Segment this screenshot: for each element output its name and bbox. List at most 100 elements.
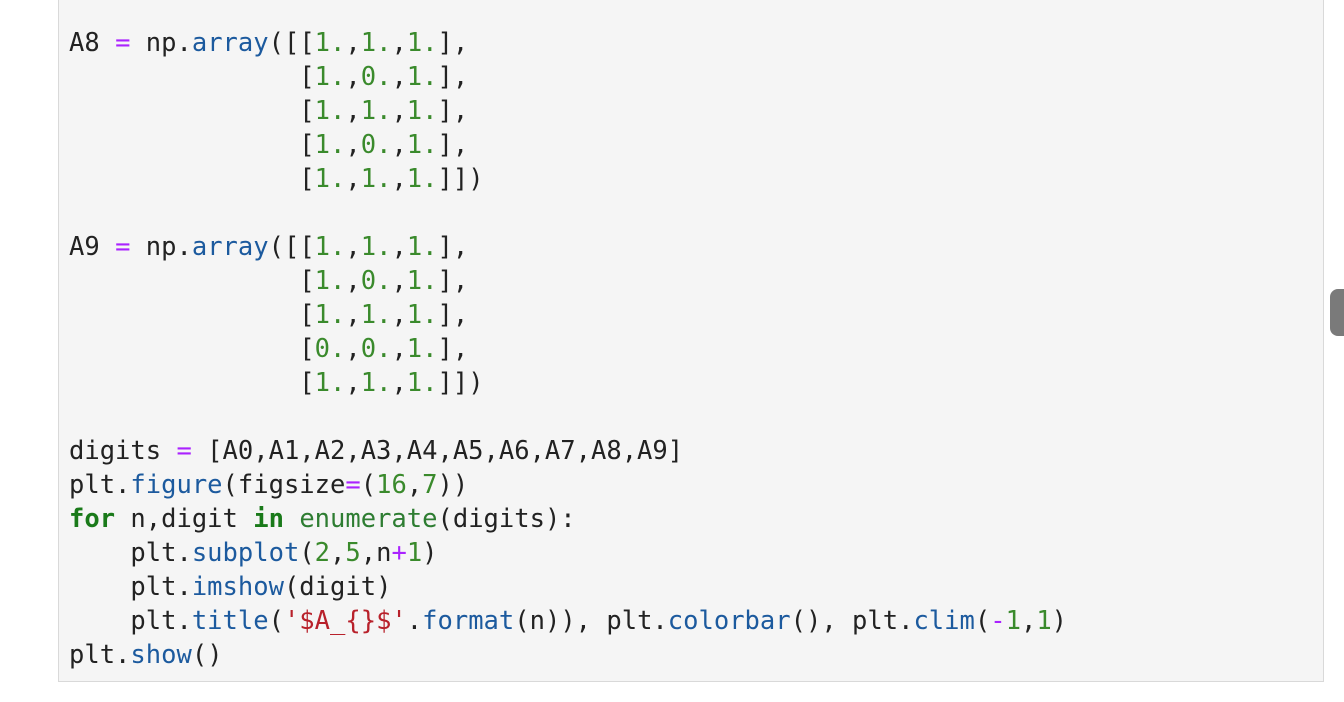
code-line: for n,digit in enumerate(digits): [69,502,1067,536]
code-number: 1. [314,28,346,58]
code-number: 1. [314,368,346,398]
code-number: 1. [314,266,346,296]
code-text: A8 [69,28,116,58]
code-text: , [345,368,361,398]
code-number: 1 [1036,606,1052,636]
code-text: ) [1051,606,1068,636]
code-text: , [1020,606,1037,636]
code-number: 2 [314,538,331,568]
code-text: ,n [360,538,392,568]
code-text: plt. [69,538,192,568]
code-number: 1. [314,96,346,126]
code-line: plt.subplot(2,5,n+1) [69,536,1067,570]
code-line: [1.,0.,1.], [69,264,1067,298]
code-text: [ [69,62,315,92]
code-function: clim [913,606,975,636]
code-text: ( [268,606,284,636]
code-text: ( [974,606,991,636]
code-text: ]]) [437,164,484,194]
code-operator: = [176,436,192,466]
code-text: , [345,232,361,262]
code-text: ], [437,232,469,262]
code-operator: = [115,232,131,262]
code-text: np. [130,28,192,58]
code-number: 1. [360,96,392,126]
code-number: 1. [314,232,346,262]
code-number: 1. [314,62,346,92]
code-text: ], [437,266,469,296]
code-number: 0. [360,130,392,160]
code-text: ], [437,300,469,330]
code-text: , [345,28,361,58]
code-number: 1 [1005,606,1021,636]
code-line: plt.title('$A_{}$'.format(n)), plt.color… [69,604,1067,638]
code-text: [ [69,334,315,364]
code-number: 1. [314,164,346,194]
code-text: , [391,28,407,58]
code-text: ], [437,96,469,126]
code-line [69,196,1067,230]
code-text: digits [69,436,177,466]
code-number: 1. [406,300,438,330]
code-text: , [330,538,346,568]
code-text: , [391,334,407,364]
code-number: 1. [406,368,438,398]
code-text: plt. [69,572,192,602]
code-text: , [345,96,361,126]
code-number: 1. [360,28,392,58]
code-number: 16 [376,470,407,500]
code-text: [ [69,266,315,296]
code-line [69,400,1067,434]
code-number: 1. [406,96,438,126]
code-number: 7 [422,470,438,500]
code-number: 1. [406,130,438,160]
code-text: , [391,164,407,194]
code-operator: = [115,28,131,58]
code-text: , [391,266,407,296]
code-text: , [345,62,361,92]
code-builtin: enumerate [299,504,438,534]
code-line: [1.,1.,1.]]) [69,366,1067,400]
code-number: 1. [360,232,392,262]
code-function: array [191,28,269,58]
code-number: 1. [406,266,438,296]
code-text: (digits): [437,504,576,534]
code-function: subplot [191,538,300,568]
code-number: 1 [406,538,423,568]
code-text: , [391,130,407,160]
vertical-scrollbar-thumb[interactable] [1330,289,1344,336]
code-number: 1. [360,164,392,194]
code-cell[interactable]: A8 = np.array([[1.,1.,1.], [1.,0.,1.], [… [58,0,1324,682]
code-text: [ [69,300,315,330]
code-text: ], [437,62,469,92]
code-number: 0. [360,62,392,92]
code-editor[interactable]: A8 = np.array([[1.,1.,1.], [1.,0.,1.], [… [69,26,1067,672]
code-function: colorbar [667,606,791,636]
code-text: () [191,640,223,670]
code-number: 1. [360,368,392,398]
code-text: , [406,470,423,500]
code-text: n,digit [115,504,254,534]
code-line: [1.,1.,1.], [69,298,1067,332]
code-number: 1. [406,62,438,92]
code-text: np. [130,232,192,262]
code-text: [ [69,130,315,160]
code-operator: + [391,538,407,568]
code-text: , [391,232,407,262]
code-number: 1. [406,28,438,58]
code-text: A9 [69,232,116,262]
code-line: plt.imshow(digit) [69,570,1067,604]
code-text: ( [299,538,315,568]
code-function: imshow [191,572,284,602]
code-function: array [191,232,269,262]
code-text: (digit) [283,572,392,602]
code-text: . [406,606,423,636]
code-text: , [391,300,407,330]
code-text: ], [437,334,469,364]
code-text: , [345,266,361,296]
code-number: 1. [314,130,346,160]
code-text: , [391,368,407,398]
code-number: 1. [406,164,438,194]
code-text: [ [69,96,315,126]
code-text: )) [437,470,469,500]
